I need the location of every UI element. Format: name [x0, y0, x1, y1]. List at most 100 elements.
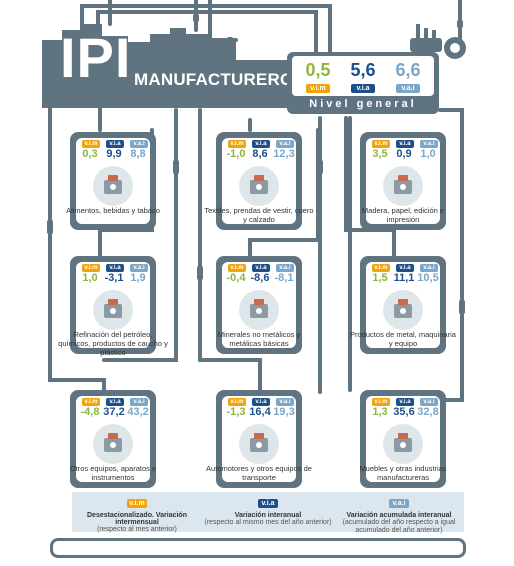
sector-card: v.i.m v.i.a v.a.i 0,3 9,9 8,8 Alimentos,… [66, 132, 160, 230]
sector-card-body: v.i.m v.i.a v.a.i 0,3 9,9 8,8 [76, 138, 150, 224]
general-vai-value: 6,6 [395, 60, 421, 80]
paper-roll-icon [383, 166, 423, 206]
sector-card-body: v.i.m v.i.a v.a.i -1,0 8,6 12,3 [222, 138, 296, 224]
sector-card-body: v.i.m v.i.a v.a.i 3,5 0,9 1,0 [366, 138, 440, 224]
general-vim-tag: v.i.m [306, 84, 330, 93]
sector-via-value: 16,4 [249, 406, 271, 418]
sector-card: v.i.m v.i.a v.a.i 1,3 35,6 32,8 Muebles … [359, 390, 447, 488]
sector-tags: v.i.m v.i.a v.a.i [226, 398, 294, 408]
sector-via-tag: v.i.a [106, 140, 124, 148]
sector-vai-tag: v.a.i [420, 264, 438, 272]
sector-vai-value: 1,0 [420, 148, 436, 160]
sector-vim-tag: v.i.m [82, 140, 100, 148]
legend-vai-tag: v.a.i [389, 499, 409, 508]
page-title: IPI [60, 26, 132, 89]
sector-tags: v.i.m v.i.a v.a.i [370, 264, 438, 274]
textile-icon [239, 166, 279, 206]
legend-via-title: Variación interanual [234, 512, 302, 519]
sector-vai-tag: v.a.i [276, 264, 294, 272]
food-bottle-icon [93, 166, 133, 206]
sector-via-tag: v.i.a [252, 398, 270, 406]
sector-values: 1,5 11,1 10,5 [368, 272, 440, 284]
sector-vim-value: 3,5 [372, 148, 388, 160]
sector-vim-tag: v.i.m [372, 140, 390, 148]
sector-tags: v.i.m v.i.a v.a.i [226, 264, 294, 274]
sector-values: 0,3 9,9 8,8 [78, 148, 150, 160]
sector-vim-tag: v.i.m [228, 140, 246, 148]
sector-via-value: -8,6 [250, 272, 270, 284]
sector-values: 1,3 35,6 32,8 [368, 406, 440, 418]
sector-tags: v.i.m v.i.a v.a.i [370, 398, 438, 408]
sector-vai-tag: v.a.i [130, 398, 148, 406]
sector-vai-tag: v.a.i [130, 264, 148, 272]
legend-item-via: v.i.a Variación interanual (respecto al … [203, 492, 333, 527]
machinery-icon [383, 290, 423, 330]
general-via-tag: v.i.a [351, 84, 375, 93]
bottom-pipe-dash [62, 545, 448, 547]
legend-vai-sub: (acumulado del año respecto a igual acum… [342, 519, 456, 534]
sector-values: -1,0 8,6 12,3 [224, 148, 296, 160]
sector-card: v.i.m v.i.a v.a.i 3,5 0,9 1,0 Madera, pa… [360, 132, 446, 230]
sector-via-value: 0,9 [396, 148, 412, 160]
sector-card-body: v.i.m v.i.a v.a.i 1,0 -3,1 1,9 [76, 262, 150, 348]
legend-vim-title: Desestacionalizado. Variación intermensu… [87, 512, 187, 526]
sector-via-tag: v.i.a [396, 398, 414, 406]
sector-vim-tag: v.i.m [372, 398, 390, 406]
sector-vim-tag: v.i.m [82, 264, 100, 272]
sector-values: 3,5 0,9 1,0 [368, 148, 440, 160]
legend-item-vai: v.a.i Variación acumulada interanual (ac… [334, 492, 464, 535]
sector-name: Muebles y otras industrias manufacturera… [359, 464, 447, 482]
sector-vim-tag: v.i.m [372, 264, 390, 272]
sector-name: Textiles, prendas de vestir, cuero y cal… [204, 206, 314, 224]
sector-name: Productos de metal, maquinaria y equipo [350, 330, 456, 348]
sector-vai-tag: v.a.i [420, 140, 438, 148]
sector-vai-tag: v.a.i [276, 398, 294, 406]
sector-values: -0,4 -8,6 -8,1 [224, 272, 296, 284]
sector-tags: v.i.m v.i.a v.a.i [80, 398, 148, 408]
sector-card: v.i.m v.i.a v.a.i -1,0 8,6 12,3 Textiles… [204, 132, 314, 230]
sector-card: v.i.m v.i.a v.a.i -1,3 16,4 19,3 Automot… [206, 390, 312, 488]
sector-vai-value: 32,8 [417, 406, 439, 418]
sector-via-tag: v.i.a [396, 264, 414, 272]
sector-name: Alimentos, bebidas y tabaco [66, 206, 160, 215]
sector-via-value: 35,6 [393, 406, 415, 418]
bottom-pipe [50, 538, 466, 558]
sector-tags: v.i.m v.i.a v.a.i [370, 140, 438, 150]
sector-vim-value: -1,0 [226, 148, 246, 160]
sector-vim-value: 0,3 [82, 148, 98, 160]
sector-via-tag: v.i.a [252, 140, 270, 148]
general-level-label: Nivel general [309, 98, 417, 110]
sector-values: 1,0 -3,1 1,9 [78, 272, 150, 284]
sector-name: Minerales no metálicos y metálicas básic… [217, 330, 301, 348]
sector-via-tag: v.i.a [106, 264, 124, 272]
legend-vai-title: Variación acumulada interanual [346, 512, 452, 519]
chemicals-icon [93, 290, 133, 330]
legend-item-vim: v.i.m Desestacionalizado. Variación inte… [72, 492, 202, 534]
furniture-icon [383, 424, 423, 464]
sector-name: Refinación del petróleo, químicos, produ… [58, 330, 168, 357]
sector-via-value: 37,2 [103, 406, 125, 418]
sector-vai-value: 1,9 [130, 272, 146, 284]
sector-vai-value: -8,1 [274, 272, 294, 284]
sector-vai-value: 8,8 [130, 148, 146, 160]
minerals-icon [239, 290, 279, 330]
sector-via-tag: v.i.a [106, 398, 124, 406]
sector-card: v.i.m v.i.a v.a.i -4,8 37,2 43,2 Otros e… [70, 390, 156, 488]
sector-via-tag: v.i.a [252, 264, 270, 272]
legend-vim-sub: (respecto al mes anterior) [97, 526, 177, 533]
sector-via-value: 9,9 [106, 148, 122, 160]
sector-card-body: v.i.m v.i.a v.a.i 1,5 11,1 10,5 [366, 262, 440, 348]
sector-vim-tag: v.i.m [228, 264, 246, 272]
sector-card-body: v.i.m v.i.a v.a.i -0,4 -8,6 -8,1 [222, 262, 296, 348]
sector-values: -4,8 37,2 43,2 [78, 406, 150, 418]
sector-vim-tag: v.i.m [228, 398, 246, 406]
page-subtitle: MANUFACTURERO [134, 70, 294, 89]
sector-via-value: 11,1 [393, 272, 415, 284]
sector-vim-value: 1,5 [372, 272, 388, 284]
sector-card: v.i.m v.i.a v.a.i -0,4 -8,6 -8,1 Mineral… [216, 256, 302, 354]
sector-vai-value: 43,2 [127, 406, 149, 418]
general-level-panel: 0,5 5,6 6,6 v.i.m v.i.a v.a.i Nivel gene… [287, 52, 439, 114]
general-via-value: 5,6 [350, 60, 376, 80]
sector-vim-value: 1,0 [82, 272, 98, 284]
